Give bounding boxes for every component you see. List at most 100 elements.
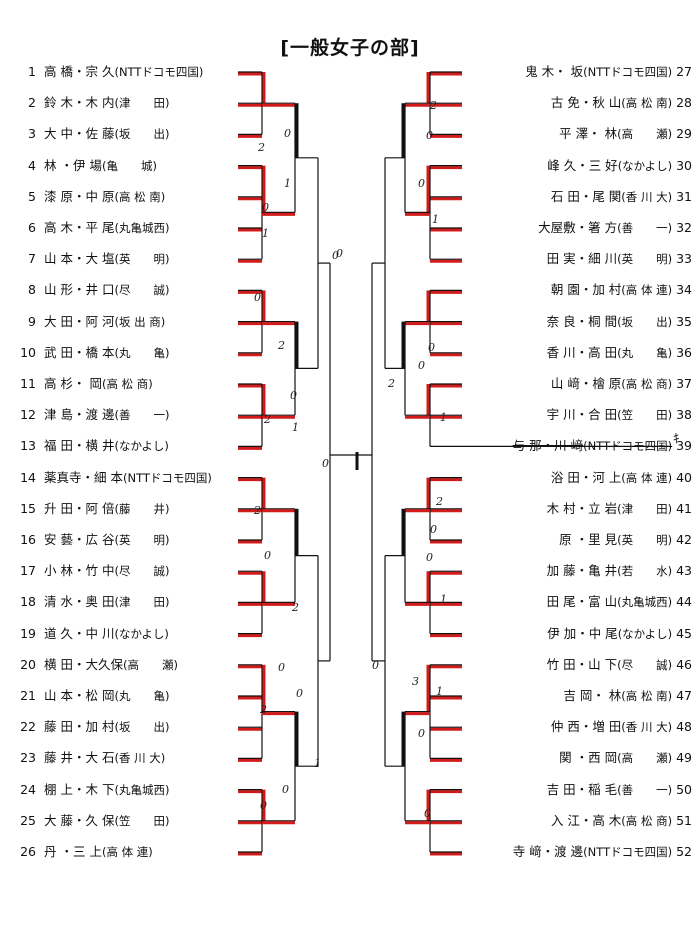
pair-names: 安 藝・広 谷 <box>44 532 115 547</box>
club-name: (坂 出 商) <box>114 314 166 329</box>
pair-names: 奈 良・桐 間 <box>546 313 618 329</box>
club-name: (NTTドコモ四国) <box>583 65 673 79</box>
pair-names: 山 本・松 岡 <box>44 688 115 703</box>
entry-row: 古 免・秋 山(高 松 南)28 <box>551 94 692 112</box>
entry-row: 平 澤・ 林(高 瀬)29 <box>559 125 692 143</box>
pair-names: 棚 上・木 下 <box>44 781 115 797</box>
pair-names: 升 田・阿 倍 <box>44 500 115 516</box>
club-name: (丸亀城西) <box>114 782 170 797</box>
seed-number: 47 <box>676 688 692 703</box>
pair-names: 原 ・里 見 <box>559 532 618 547</box>
club-name: (英 明) <box>617 252 673 267</box>
entry-row-withdrawn: 与 那・川 﨑(NTTドコモ四国)39 <box>513 437 692 455</box>
match-score: 2 <box>430 99 437 112</box>
match-score: 0 <box>332 249 339 262</box>
club-name: (笠 田) <box>114 813 170 828</box>
seed-number: 16 <box>20 532 36 547</box>
seed-number: 42 <box>676 532 692 547</box>
match-score: 1 <box>436 685 443 698</box>
match-score: 1 <box>284 177 291 190</box>
entry-row: 朝 園・加 村(高 体 連)34 <box>551 281 692 299</box>
pair-names: 与 那・川 﨑 <box>512 438 584 454</box>
club-name: (高 松 商) <box>621 377 673 391</box>
seed-number: 34 <box>676 282 692 298</box>
club-name: (高 瀬) <box>617 127 673 142</box>
pair-names: 田 尾・富 山 <box>546 594 618 610</box>
seed-number: 24 <box>20 781 36 797</box>
seed-number: 6 <box>28 220 36 235</box>
club-name: (尽 誠) <box>114 283 170 298</box>
pair-names: 関 ・西 岡 <box>559 750 618 766</box>
seed-number: 43 <box>676 563 692 579</box>
pair-names: 清 水・奥 田 <box>44 594 115 610</box>
club-name: (丸亀城西) <box>114 221 170 235</box>
club-name: (若 水) <box>617 564 673 579</box>
club-name: (高 瀬) <box>122 657 178 672</box>
match-score: 2 <box>436 495 443 508</box>
club-name: (高 松 南) <box>621 96 673 111</box>
entry-row: 仲 西・増 田(香 川 大)48 <box>551 718 692 736</box>
seed-number: 50 <box>676 781 692 797</box>
seed-number: 39 <box>676 438 692 454</box>
seed-number: 38 <box>676 407 692 423</box>
club-name: (坂 出) <box>114 720 170 735</box>
club-name: (丸 亀) <box>617 345 673 360</box>
entry-row: 26 丹 ・三 上(高 体 連) <box>14 843 153 861</box>
match-score: 0 <box>336 247 343 260</box>
club-name: (なかよし) <box>114 439 169 454</box>
match-score: 0 <box>426 129 433 142</box>
entry-row: 大屋敷・箸 方(善 一)32 <box>538 219 692 237</box>
match-score: 2 <box>278 339 285 352</box>
seed-number: 52 <box>676 844 692 859</box>
entry-row: 22 藤 田・加 村(坂 出) <box>14 718 169 736</box>
match-score: 0 <box>418 359 425 372</box>
pair-names: 漆 原・中 原 <box>44 188 115 204</box>
pair-names: 高 橋・宗 久 <box>44 64 115 79</box>
match-score: 0 <box>262 201 269 214</box>
pair-names: 藤 田・加 村 <box>44 719 115 735</box>
entry-row: 吉 田・稲 毛(善 一)50 <box>547 781 692 799</box>
club-name: (高 体 連) <box>101 845 153 859</box>
seed-number: 18 <box>20 594 36 610</box>
match-score: 3 <box>412 675 419 688</box>
club-name: (藤 井) <box>114 501 170 516</box>
seed-number: 46 <box>676 656 692 672</box>
pair-names: 香 川・高 田 <box>546 344 618 360</box>
match-score: 1 <box>262 227 269 240</box>
club-name: (英 明) <box>617 533 673 547</box>
club-name: (NTTドコモ四国) <box>114 65 204 79</box>
match-score: 1 <box>314 757 321 770</box>
entry-row: 田 尾・富 山(丸亀城西)44 <box>547 593 692 611</box>
entry-row: 山 﨑・檜 原(高 松 商)37 <box>551 375 692 393</box>
club-name: (尽 誠) <box>617 657 673 672</box>
match-score: 2 <box>258 141 265 154</box>
seed-number: 51 <box>676 812 692 828</box>
club-name: (高 瀬) <box>617 751 673 766</box>
club-name: (なかよし) <box>617 158 673 173</box>
pair-names: 丹 ・三 上 <box>44 844 102 859</box>
match-score: 0 <box>372 659 379 672</box>
match-score: 0 <box>260 799 267 812</box>
club-name: (笠 田) <box>617 408 673 423</box>
seed-number: 30 <box>676 157 692 173</box>
seed-number: 29 <box>676 126 692 142</box>
page-title: [一般女子の部] <box>280 37 420 59</box>
seed-number: 26 <box>20 844 36 859</box>
club-name: (NTTドコモ四国) <box>122 470 212 485</box>
pair-names: 浴 田・河 上 <box>550 469 622 485</box>
seed-number: 20 <box>20 656 36 672</box>
pair-names: 吉 岡・ 林 <box>563 688 622 703</box>
seed-number: 22 <box>20 719 36 735</box>
